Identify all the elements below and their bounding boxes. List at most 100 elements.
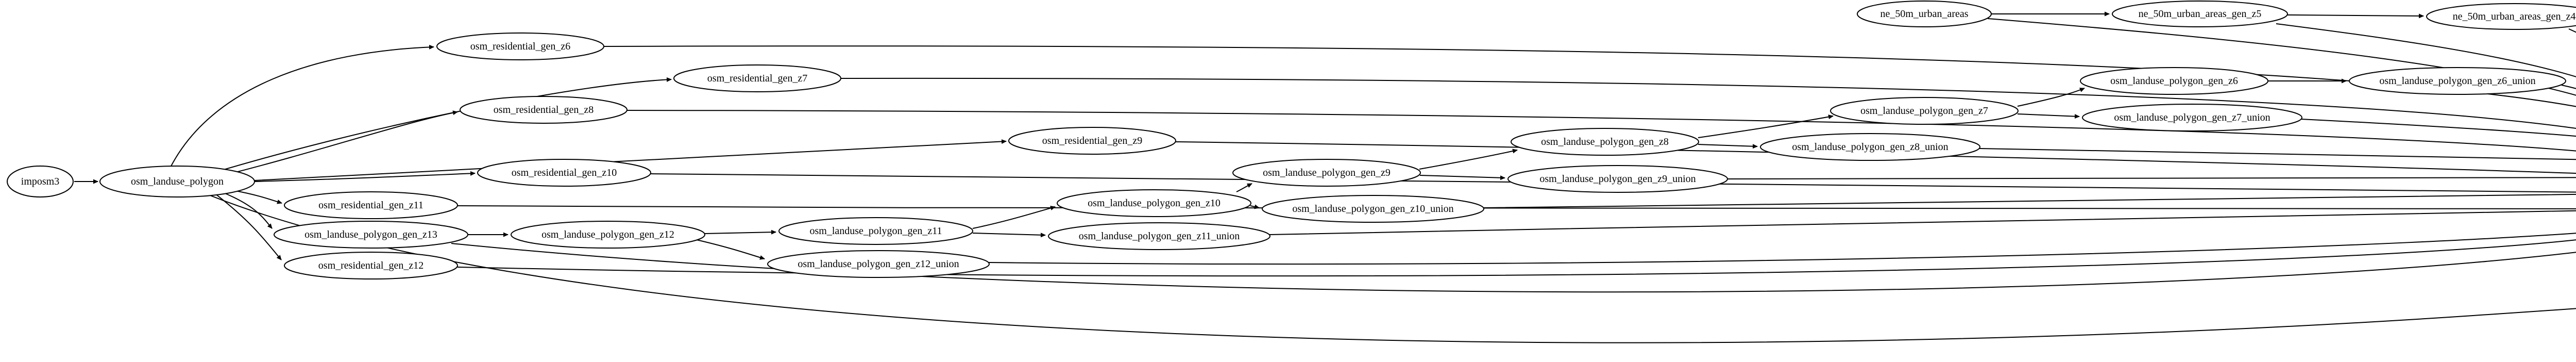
node-ellipse [274,221,468,249]
node-ellipse [436,32,604,60]
node-ellipse [1048,222,1270,250]
node-ellipse [778,217,973,245]
node-ne-50m-urban-areas: ne_50m_urban_areas [1857,1,1992,27]
node-osm-residential-gen-z12: osm_residential_gen_z12 [284,252,458,279]
node-ne-50m-urban-areas-gen-z5: ne_50m_urban_areas_gen_z5 [2112,1,2288,27]
node-ellipse [2349,67,2566,95]
node-label: osm_landuse_polygon_gen_z10 [1088,198,1221,209]
node-ellipse [284,191,458,219]
node-label: osm_residential_gen_z12 [318,260,423,271]
node-osm-residential-gen-z8: osm_residential_gen_z8 [460,96,628,124]
node-label: osm_landuse_polygon_gen_z9_union [1539,173,1696,185]
edge-osm_residential_gen_z10--layer_landuse-z10 [650,173,2576,193]
node-ellipse [7,166,74,198]
node-osm-residential-gen-z6: osm_residential_gen_z6 [436,32,604,60]
edge-osm_landuse_polygon_gen_z7_union--layer_landuse-z7 [2300,119,2576,137]
node-ellipse [1507,165,1728,193]
edge-osm_landuse_polygon_gen_z7--osm_landuse_polygon_gen_z6 [2017,88,2085,107]
node-osm-landuse-polygon-gen-z12: osm_landuse_polygon_gen_z12 [511,221,705,249]
node-osm-landuse-polygon: osm_landuse_polygon [99,166,255,198]
node-label: osm_landuse_polygon_gen_z7_union [2114,112,2270,123]
node-ellipse [1008,127,1176,155]
node-ellipse [1232,159,1421,187]
node-label: osm_landuse_polygon_gen_z6 [2110,75,2238,87]
node-label: ne_50m_urban_areas_gen_z4 [2453,11,2576,22]
edge-osm_landuse_polygon_gen_z12_union--layer_landuse-z12 [988,233,2576,265]
node-osm-landuse-polygon-gen-z11: osm_landuse_polygon_gen_z11 [778,217,973,245]
node-label: osm_residential_gen_z11 [318,200,423,211]
node-label: osm_landuse_polygon_gen_z9 [1263,167,1391,178]
node-ellipse [1057,189,1251,217]
node-label: osm_residential_gen_z10 [512,167,617,178]
edge-osm_landuse_polygon_gen_z9--osm_landuse_polygon_gen_z8 [1419,149,1518,170]
node-ellipse [1830,97,2019,125]
node-imposm3: imposm3 [7,166,74,198]
node-label: osm_landuse_polygon_gen_z12_union [798,258,959,270]
edge-osm_landuse_polygon_gen_z8--osm_landuse_polygon_gen_z8_union [1698,144,1758,149]
edge-ne_50m_urban_areas_gen_z5--layer_landuse-z5 [2276,23,2576,77]
node-label: osm_landuse_polygon_gen_z6_union [2379,75,2535,87]
node-osm-landuse-polygon-gen-z12-union: osm_landuse_polygon_gen_z12_union [767,250,990,278]
node-osm-landuse-polygon-gen-z8: osm_landuse_polygon_gen_z8 [1511,128,1699,156]
node-label: osm_landuse_polygon_gen_z7 [1860,105,1988,117]
node-ellipse [511,221,705,249]
edge-osm_landuse_polygon--osm_residential_gen_z9 [254,139,1007,181]
edge-osm_landuse_polygon_gen_z9_union--layer_landuse-z9 [1726,177,2576,179]
node-ellipse [2082,104,2302,131]
edge-osm_landuse_polygon_gen_z11--osm_landuse_polygon_gen_z11_union [972,233,1046,238]
edge-osm_landuse_polygon_gen_z7--osm_landuse_polygon_gen_z7_union [2017,113,2080,119]
node-ne-50m-urban-areas-gen-z4: ne_50m_urban_areas_gen_z4 [2426,3,2576,30]
node-ellipse [99,166,255,198]
edge-osm_landuse_polygon--osm_residential_gen_z12 [215,193,282,260]
node-ellipse [1511,128,1699,156]
node-ellipse [673,64,841,92]
node-label: osm_residential_gen_z9 [1042,135,1142,146]
node-label: osm_residential_gen_z8 [494,104,594,116]
node-osm-landuse-polygon-gen-z10: osm_landuse_polygon_gen_z10 [1057,189,1251,217]
node-ellipse [1262,195,1484,223]
node-osm-residential-gen-z9: osm_residential_gen_z9 [1008,127,1176,155]
node-label: osm_landuse_polygon_gen_z13 [304,229,437,240]
node-ellipse [460,96,628,124]
node-label: osm_residential_gen_z6 [470,41,570,52]
node-osm-landuse-polygon-gen-z7-union: osm_landuse_polygon_gen_z7_union [2082,104,2302,131]
node-osm-landuse-polygon-gen-z6-union: osm_landuse_polygon_gen_z6_union [2349,67,2566,95]
edge-ne_50m_urban_areas_gen_z5--ne_50m_urban_areas_gen_z4 [2287,13,2424,19]
edge-osm_landuse_polygon_gen_z9--osm_landuse_polygon_gen_z9_union [1419,175,1505,180]
node-label: osm_landuse_polygon_gen_z11 [809,225,942,237]
node-ellipse [1857,1,1992,27]
edge-osm_landuse_polygon--osm_residential_gen_z10 [254,171,476,182]
edge-osm_landuse_polygon--osm_residential_gen_z8 [227,110,458,175]
node-osm-landuse-polygon-gen-z13: osm_landuse_polygon_gen_z13 [274,221,468,249]
node-osm-landuse-polygon-gen-z7: osm_landuse_polygon_gen_z7 [1830,97,2019,125]
node-label: osm_landuse_polygon [131,176,224,187]
node-ellipse [2112,1,2288,27]
node-label: osm_landuse_polygon_gen_z10_union [1292,203,1453,215]
node-osm-landuse-polygon-gen-z11-union: osm_landuse_polygon_gen_z11_union [1048,222,1270,250]
edge-osm_landuse_polygon_gen_z12--osm_landuse_polygon_gen_z11 [704,229,776,235]
edge-osm_landuse_polygon_gen_z12--osm_landuse_polygon_gen_z12_union [696,239,765,260]
edge-osm_landuse_polygon_gen_z10_union--layer_landuse-z10 [1483,194,2576,208]
edge-osm_landuse_polygon--layer_landuse-z14plus [205,193,2576,343]
node-label: osm_landuse_polygon_gen_z12 [541,229,674,240]
node-label: osm_residential_gen_z7 [707,73,807,84]
edge-osm_landuse_polygon--osm_residential_gen_z11 [232,190,282,204]
node-ellipse [2426,3,2576,30]
node-osm-landuse-polygon-gen-z8-union: osm_landuse_polygon_gen_z8_union [1760,133,1980,161]
edge-osm_residential_gen_z9--layer_landuse-z9 [1175,141,2576,174]
edge-osm_landuse_polygon--osm_residential_gen_z6 [170,44,434,169]
node-label: osm_landuse_polygon_gen_z8 [1541,136,1669,147]
node-label: osm_landuse_polygon_gen_z8_union [1792,141,1948,153]
edge-osm_residential_gen_z6--layer_landuse-z6 [603,45,2576,107]
node-label: ne_50m_urban_areas_gen_z5 [2139,8,2262,20]
node-label: osm_landuse_polygon_gen_z11_union [1079,231,1240,242]
node-ellipse [2080,67,2268,95]
node-osm-residential-gen-z7: osm_residential_gen_z7 [673,64,841,92]
node-label: imposm3 [21,176,59,187]
edge-osm_landuse_polygon--osm_residential_gen_z7 [218,77,672,172]
edge-osm_landuse_polygon_gen_z8--osm_landuse_polygon_gen_z7 [1698,114,1834,138]
edge-osm_residential_gen_z7--layer_landuse-z7 [840,77,2576,129]
